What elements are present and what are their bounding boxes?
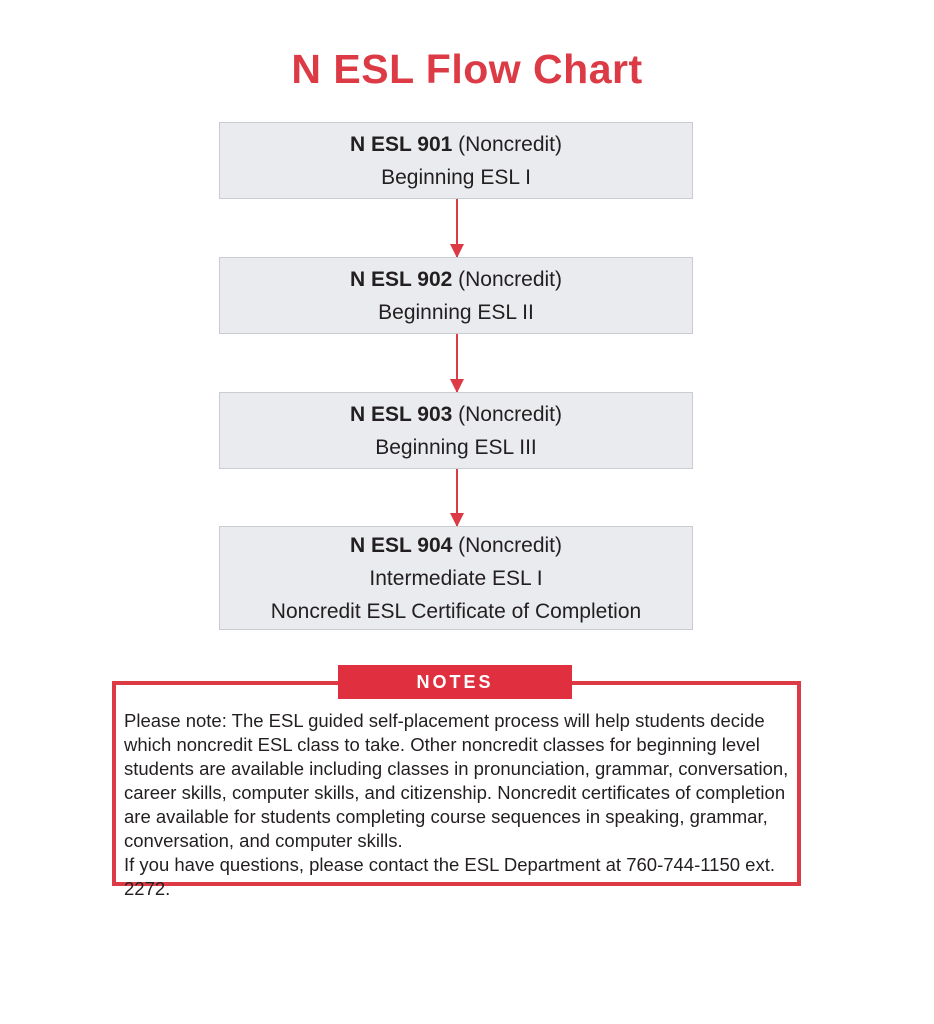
notes-body: Please note: The ESL guided self-placeme… (124, 709, 792, 901)
course-code: N ESL 904 (349, 533, 453, 557)
flow-node-heading: N ESL 903 (Noncredit) (350, 398, 562, 431)
course-credit-status: (Noncredit) (452, 267, 563, 291)
connector-arrow-903-to-904 (450, 469, 464, 527)
flow-node-heading: N ESL 902 (Noncredit) (350, 263, 562, 296)
flow-node-n-esl-901: N ESL 901 (Noncredit) Beginning ESL I (219, 122, 693, 199)
connector-arrow-901-to-902 (450, 199, 464, 258)
course-code: N ESL 901 (349, 132, 453, 156)
arrow-head-icon (450, 244, 464, 258)
page-title: N ESL Flow Chart (291, 46, 643, 92)
course-credit-status: (Noncredit) (452, 132, 563, 156)
notes-paragraph-1: Please note: The ESL guided self-placeme… (124, 710, 789, 851)
arrow-head-icon (450, 513, 464, 527)
arrow-head-icon (450, 379, 464, 393)
notes-panel (112, 681, 801, 886)
flow-node-subtitle: Intermediate ESL I (369, 566, 543, 590)
flow-node-heading: N ESL 904 (Noncredit) (350, 529, 562, 562)
course-credit-status: (Noncredit) (452, 402, 563, 426)
arrow-shaft (456, 469, 458, 526)
flow-node-certificate: Noncredit ESL Certificate of Completion (270, 599, 642, 623)
course-code: N ESL 902 (349, 267, 453, 291)
flow-node-n-esl-902: N ESL 902 (Noncredit) Beginning ESL II (219, 257, 693, 334)
flow-node-n-esl-904: N ESL 904 (Noncredit) Intermediate ESL I… (219, 526, 693, 630)
flow-node-subtitle: Beginning ESL I (381, 165, 531, 189)
connector-arrow-902-to-903 (450, 334, 464, 393)
arrow-shaft (456, 334, 458, 392)
flow-node-n-esl-903: N ESL 903 (Noncredit) Beginning ESL III (219, 392, 693, 469)
course-code: N ESL 903 (349, 402, 453, 426)
notes-paragraph-2: If you have questions, please contact th… (124, 854, 775, 899)
arrow-shaft (456, 199, 458, 257)
course-credit-status: (Noncredit) (452, 533, 563, 557)
flow-node-heading: N ESL 901 (Noncredit) (350, 128, 562, 161)
notes-banner-label: NOTES (338, 665, 572, 699)
flow-node-subtitle: Beginning ESL II (378, 300, 534, 324)
flow-node-subtitle: Beginning ESL III (375, 435, 537, 459)
